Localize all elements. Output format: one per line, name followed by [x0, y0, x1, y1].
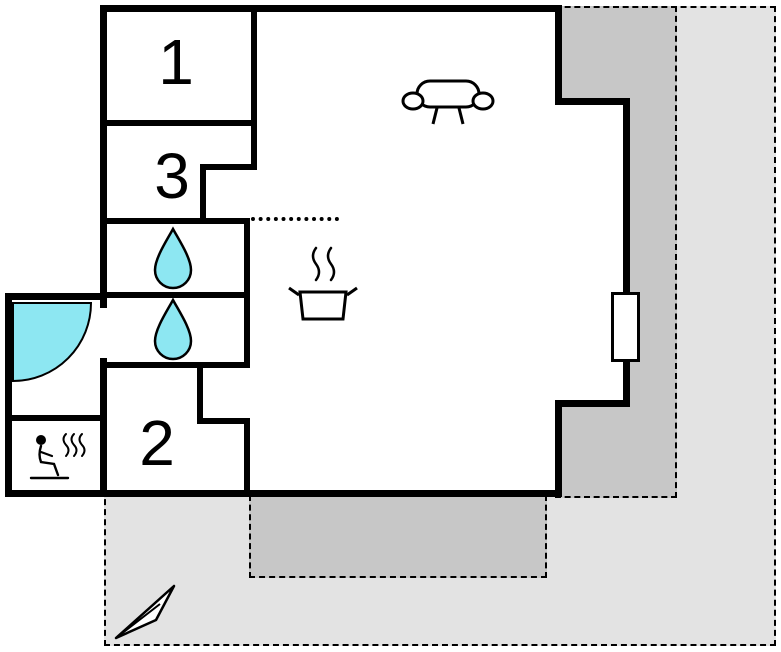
water-drop-icon — [153, 226, 193, 290]
cooking-pot-icon — [288, 246, 358, 321]
window — [611, 292, 640, 362]
wall-bath-divider — [100, 292, 250, 298]
door-swing-icon — [12, 302, 93, 383]
dotted-opening-line — [251, 217, 339, 221]
wall-bay-bottom — [555, 400, 630, 407]
wall-room2-jog — [197, 418, 250, 424]
room-1-label: 1 — [158, 26, 194, 98]
room-2-label: 2 — [139, 407, 175, 479]
terrace-dark-bottom-area — [249, 495, 547, 578]
water-drop-icon — [153, 297, 193, 361]
wall-annex-top — [5, 293, 107, 300]
wall-annex-left — [5, 293, 12, 497]
sofa-icon — [401, 79, 495, 125]
wall-room1-room3-divider — [100, 120, 257, 126]
sauna-icon — [29, 433, 86, 480]
north-arrow-icon — [114, 584, 176, 640]
room-3-label: 3 — [154, 140, 190, 212]
wall-room3-jog-horizontal — [200, 164, 257, 170]
wall-room3-right — [251, 120, 257, 170]
wall-bottom — [5, 490, 562, 497]
wall-left-upper — [100, 5, 107, 308]
wall-bath2-bottom — [100, 362, 250, 368]
wall-room2-right-upper — [197, 362, 203, 424]
wall-right-upper — [555, 5, 562, 105]
wall-left-lower — [100, 358, 107, 497]
wall-top — [100, 5, 562, 12]
wall-room2-right-lower — [244, 418, 250, 497]
wall-bay-top — [555, 98, 630, 105]
wall-right-lower — [555, 400, 562, 497]
wall-room1-right — [251, 5, 257, 126]
wall-sauna-top — [5, 415, 105, 421]
wall-bath1-top — [100, 218, 250, 224]
wall-bay-right — [623, 98, 630, 407]
wall-room3-jog-vertical — [200, 164, 206, 224]
